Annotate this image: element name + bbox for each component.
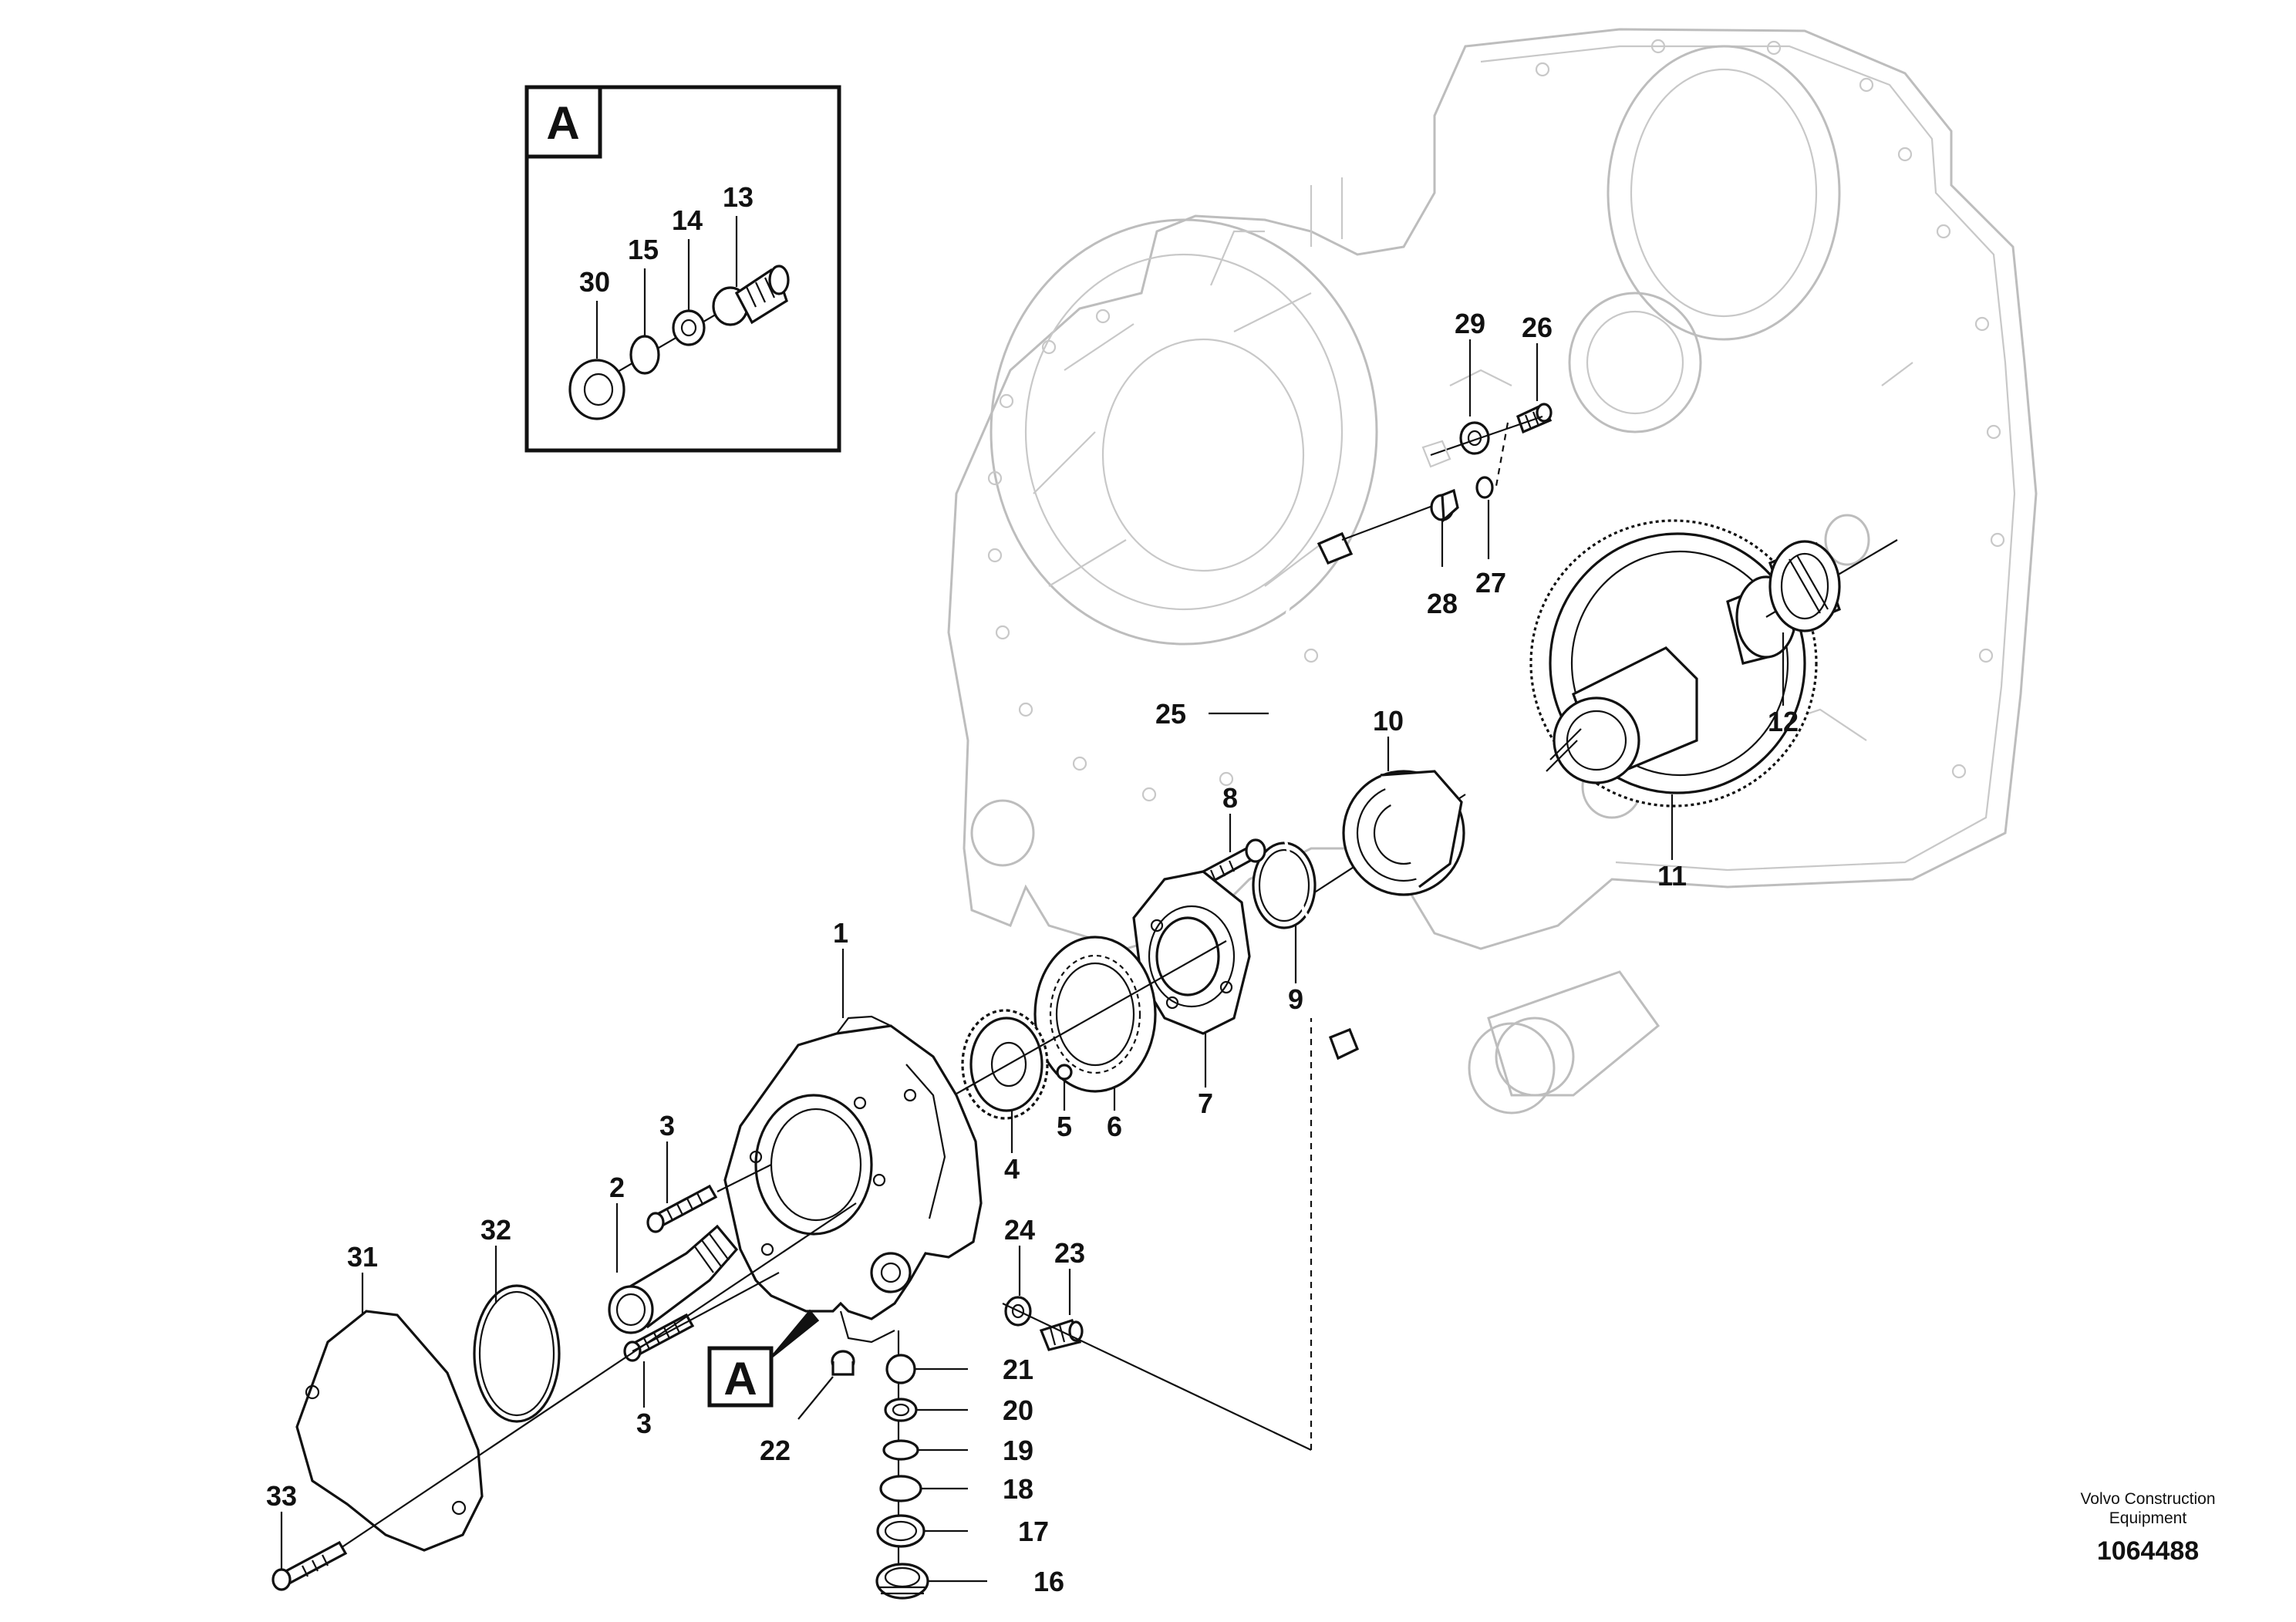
part-1-pump-housing: [723, 1015, 983, 1344]
leader-lines: [280, 339, 1785, 1583]
callout-13: 13: [723, 181, 754, 213]
callout-1: 1: [833, 917, 848, 949]
part-31-cover: [295, 1310, 484, 1552]
callout-10: 10: [1373, 705, 1404, 737]
housing-bolt-holes: [987, 39, 2005, 802]
callout-15: 15: [628, 234, 659, 265]
callout-8: 8: [1222, 782, 1238, 814]
part-17-seal: [876, 1514, 925, 1548]
part-14-washer: [672, 309, 706, 346]
part-25-oil-pipe: [1259, 504, 1435, 1061]
callout-4: 4: [1004, 1153, 1020, 1185]
callout-2: 2: [609, 1172, 625, 1203]
callout-6: 6: [1107, 1111, 1122, 1142]
detail-a-reference: A: [707, 1309, 820, 1408]
part-19-o-ring: [882, 1439, 919, 1461]
part-21-ball: [885, 1354, 916, 1384]
callout-26: 26: [1522, 312, 1553, 343]
part-5-pin: [1056, 1064, 1073, 1081]
credit-block: Volvo Construction Equipment 1064488: [2080, 1490, 2215, 1566]
callout-23: 23: [1054, 1237, 1085, 1269]
callout-30: 30: [579, 266, 610, 298]
callout-numbers: 1 2 3 3 4 5 6 7 8 9 10 11 12 16 17 18 19…: [266, 308, 1799, 1597]
part-29-washer: [1459, 421, 1490, 455]
callout-3-upper: 3: [659, 1110, 675, 1141]
transmission-housing-outline: [947, 28, 2038, 1114]
part-2-shaft: [608, 1224, 739, 1334]
callout-20: 20: [1003, 1394, 1033, 1426]
callout-29: 29: [1455, 308, 1485, 339]
part-23-fitting: [1039, 1318, 1084, 1351]
callout-19: 19: [1003, 1435, 1033, 1466]
callout-9: 9: [1288, 983, 1303, 1015]
callout-21: 21: [1003, 1354, 1033, 1385]
detail-a-box: A 30 15 14 13: [524, 85, 841, 453]
part-10-bearing: [1310, 770, 1466, 896]
callout-33: 33: [266, 1480, 297, 1512]
callout-12: 12: [1768, 706, 1799, 737]
callout-24: 24: [1004, 1214, 1035, 1246]
part-7-pump-plate: [1132, 870, 1251, 1035]
part-33-bolt: [271, 1540, 348, 1591]
callout-17: 17: [1018, 1516, 1049, 1547]
callout-25: 25: [1155, 698, 1186, 730]
credit-line-2: Equipment: [2109, 1509, 2187, 1527]
callout-31: 31: [347, 1241, 378, 1273]
part-11-gear: [1529, 519, 1818, 808]
callout-7: 7: [1198, 1088, 1213, 1119]
callout-11: 11: [1657, 860, 1687, 892]
callout-16: 16: [1033, 1566, 1064, 1597]
part-4-gear: [961, 1009, 1049, 1120]
callout-28: 28: [1427, 588, 1458, 619]
credit-line-1: Volvo Construction: [2080, 1490, 2215, 1508]
document-number: 1064488: [2097, 1536, 2199, 1566]
callout-22: 22: [760, 1435, 791, 1466]
part-26-fitting: [1516, 403, 1553, 434]
part-22-plug: [831, 1350, 855, 1376]
callout-5: 5: [1057, 1111, 1072, 1142]
callout-14: 14: [672, 204, 703, 236]
part-16-plug: [875, 1563, 929, 1600]
part-18-o-ring: [879, 1475, 922, 1502]
part-27-washer: [1475, 476, 1494, 499]
part-15-ring: [629, 335, 660, 375]
part-3-bolt-upper: [646, 1184, 718, 1233]
part-13-spring-valve: [712, 265, 790, 326]
part-32-o-ring: [473, 1284, 561, 1423]
part-12-bearing: [1765, 539, 1898, 632]
callout-32: 32: [480, 1214, 511, 1246]
callout-3-lower: 3: [636, 1408, 652, 1439]
detail-a-label: A: [546, 97, 579, 149]
part-9-snap-ring: [1252, 841, 1317, 929]
callout-27: 27: [1475, 567, 1506, 599]
part-20-seat: [884, 1398, 918, 1422]
callout-18: 18: [1003, 1473, 1033, 1505]
detail-a-reference-label: A: [723, 1353, 757, 1404]
part-28-union: [1430, 488, 1459, 523]
part-30-plug: [568, 359, 625, 420]
